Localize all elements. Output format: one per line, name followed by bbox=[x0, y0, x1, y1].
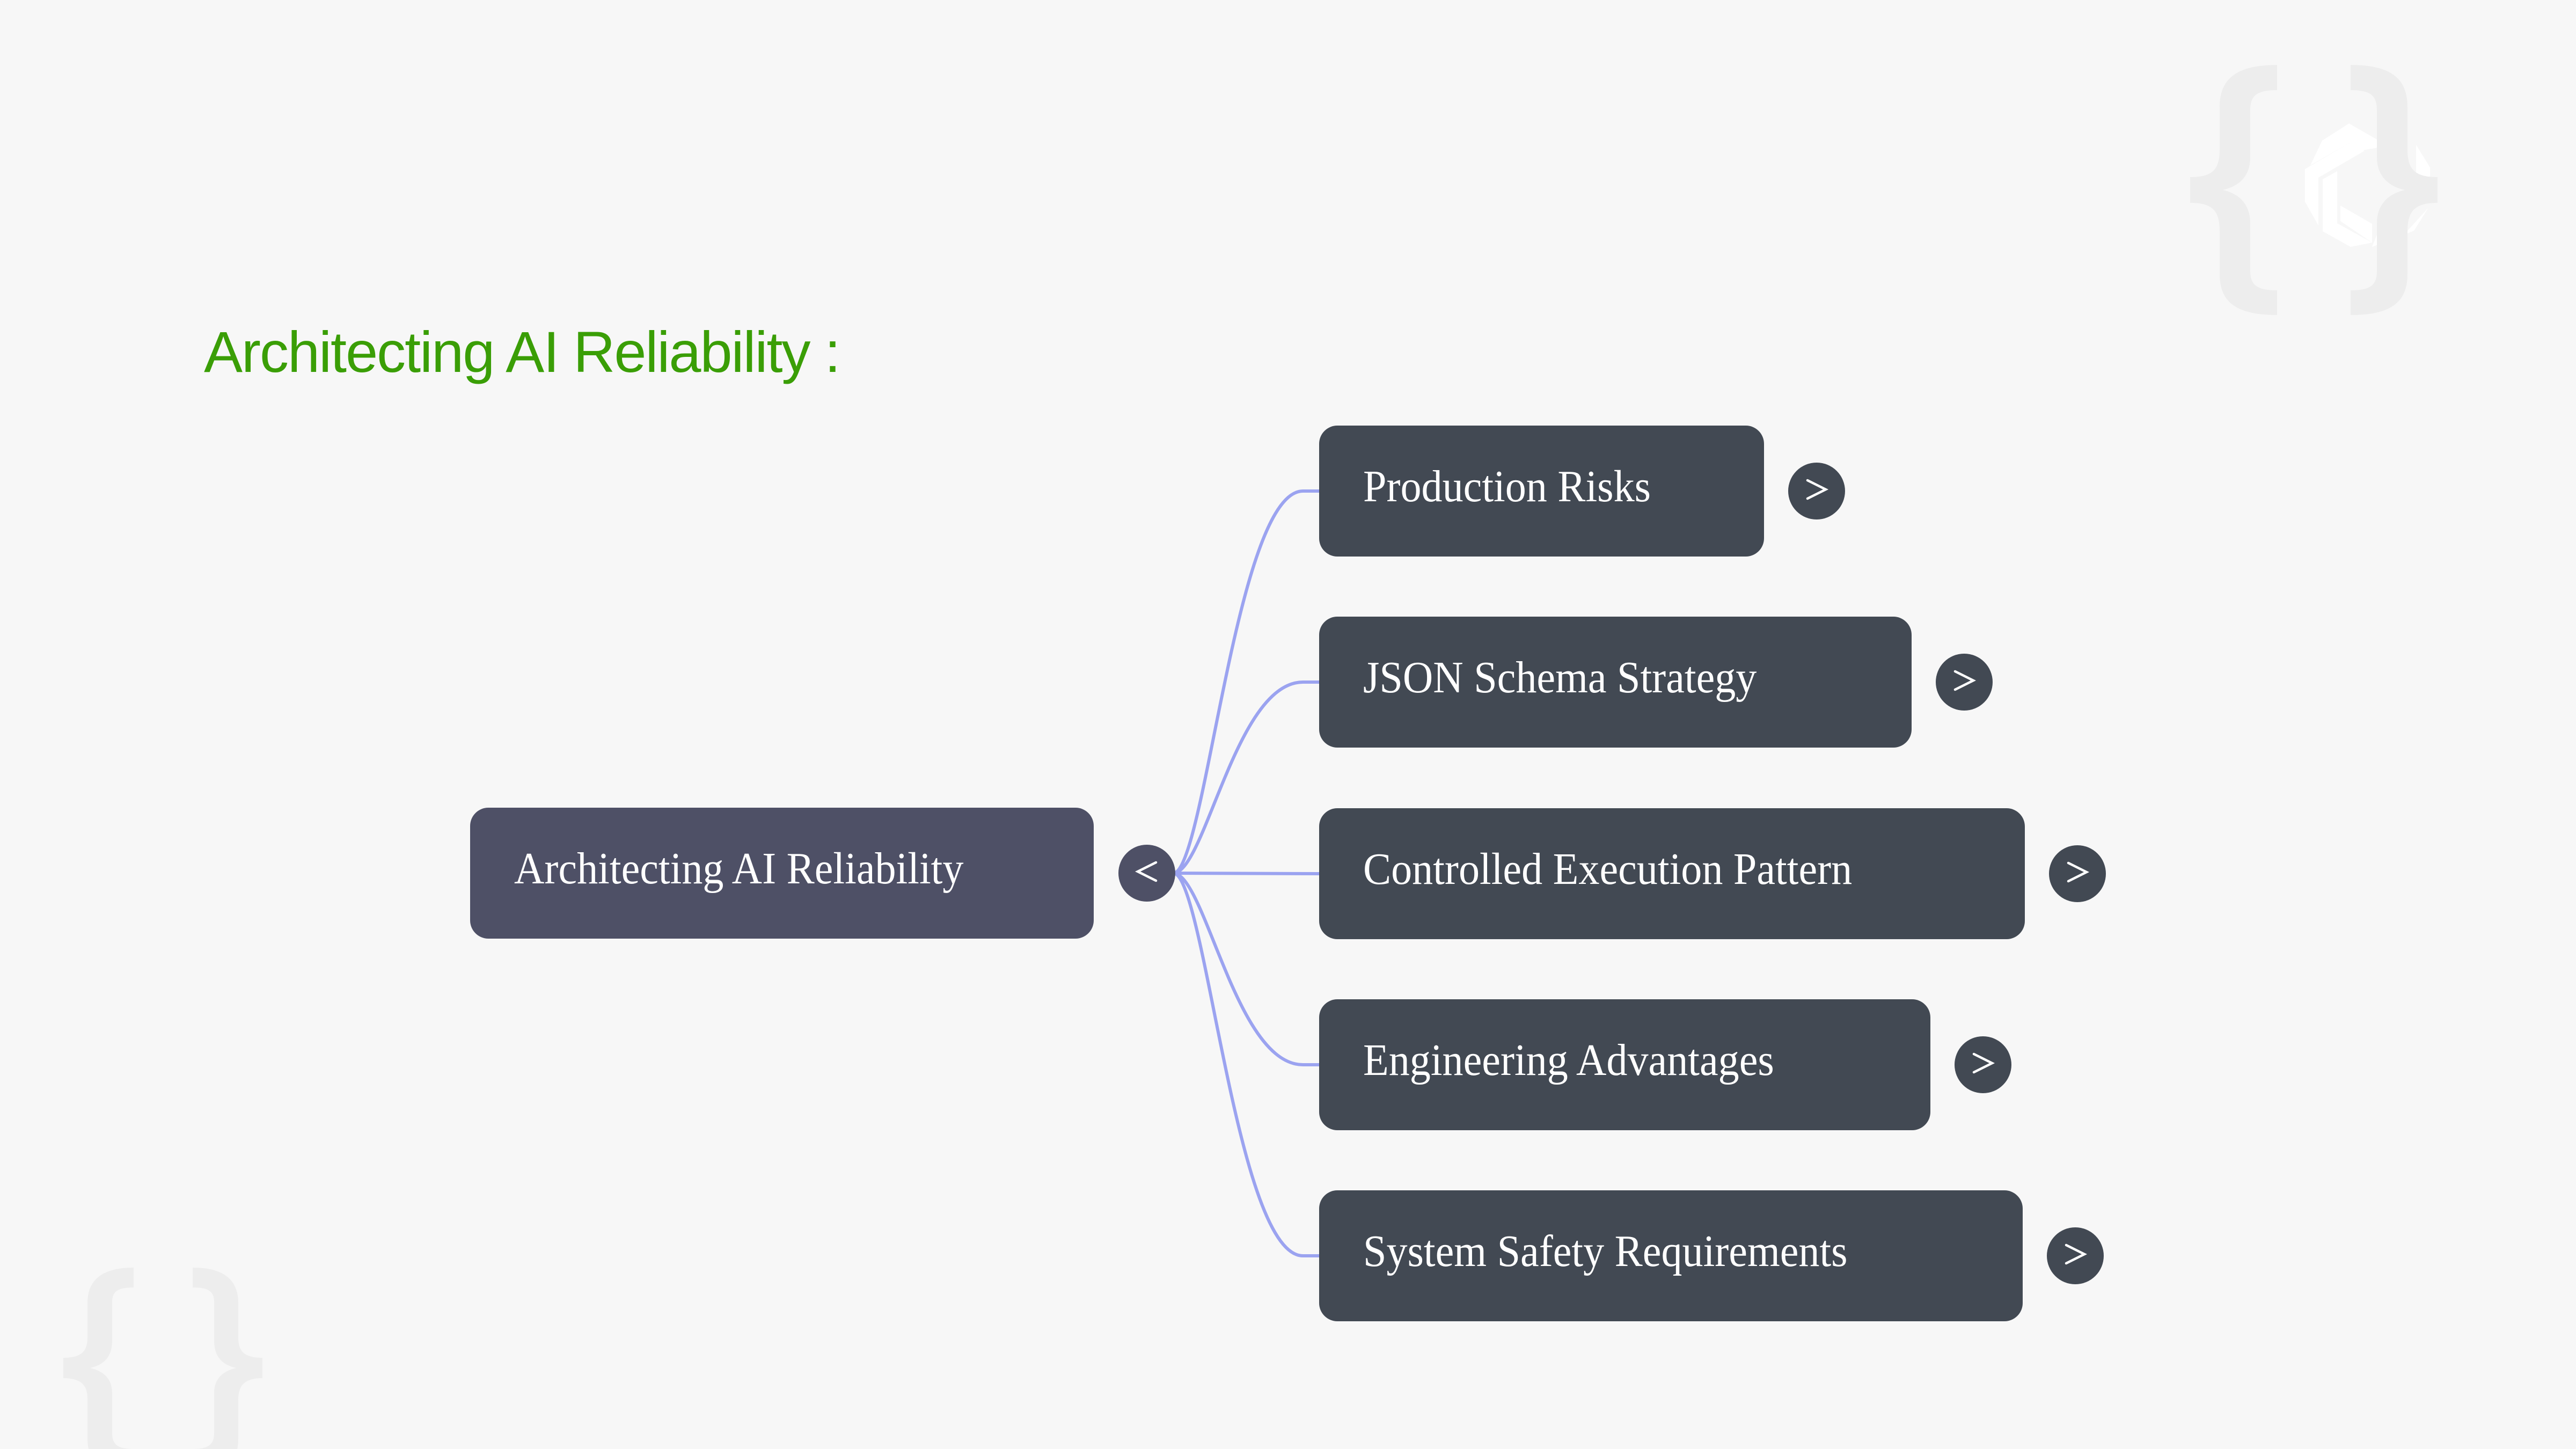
curly-braces-icon bbox=[2190, 65, 2438, 315]
hexagon-logo-icon bbox=[2305, 123, 2430, 247]
child-node-label: Controlled Execution Pattern bbox=[1363, 844, 1853, 894]
connector-line bbox=[1173, 872, 1320, 875]
mindmap-child-node-engineering-advantages[interactable]: Engineering Advantages bbox=[1319, 999, 1930, 1130]
child-node-label: Engineering Advantages bbox=[1363, 1035, 1774, 1085]
collapse-button[interactable] bbox=[1118, 845, 1175, 902]
child-node-label: System Safety Requirements bbox=[1363, 1226, 1848, 1276]
chevron-left-icon bbox=[1135, 861, 1158, 882]
chevron-right-icon bbox=[1806, 479, 1829, 500]
curly-braces-icon bbox=[63, 1268, 262, 1449]
expand-button-production-risks[interactable] bbox=[1788, 463, 1845, 519]
chevron-right-icon bbox=[2065, 1243, 2088, 1265]
expand-button-system-safety-requirements[interactable] bbox=[2047, 1227, 2104, 1284]
expand-button-controlled-execution-pattern[interactable] bbox=[2049, 845, 2106, 902]
chevron-right-icon bbox=[1972, 1052, 1995, 1074]
expand-button-json-schema-strategy[interactable] bbox=[1936, 654, 1993, 711]
mindmap-child-node-controlled-execution-pattern[interactable]: Controlled Execution Pattern bbox=[1319, 808, 2025, 939]
curly-braces-logo-watermark bbox=[2190, 65, 2438, 315]
mindmap-child-node-json-schema-strategy[interactable]: JSON Schema Strategy bbox=[1319, 617, 1912, 748]
chevron-right-icon bbox=[1953, 670, 1977, 691]
child-node-label: JSON Schema Strategy bbox=[1363, 653, 1757, 702]
chevron-right-icon bbox=[2067, 861, 2090, 883]
expand-button-engineering-advantages[interactable] bbox=[1955, 1036, 2011, 1093]
connector-line bbox=[1173, 872, 1319, 1066]
connector-line bbox=[1173, 680, 1319, 875]
mindmap-root-node[interactable]: Architecting AI Reliability bbox=[470, 808, 1094, 939]
mindmap-child-node-system-safety-requirements[interactable]: System Safety Requirements bbox=[1319, 1190, 2023, 1321]
connector-line bbox=[1173, 872, 1319, 1257]
root-node-label: Architecting AI Reliability bbox=[514, 844, 964, 894]
connector-line bbox=[1173, 489, 1319, 875]
page-title: Architecting AI Reliability : bbox=[204, 319, 841, 384]
curly-braces-watermark bbox=[63, 1268, 262, 1449]
child-node-label: Production Risks bbox=[1363, 462, 1651, 511]
mindmap-child-node-production-risks[interactable]: Production Risks bbox=[1319, 426, 1764, 557]
